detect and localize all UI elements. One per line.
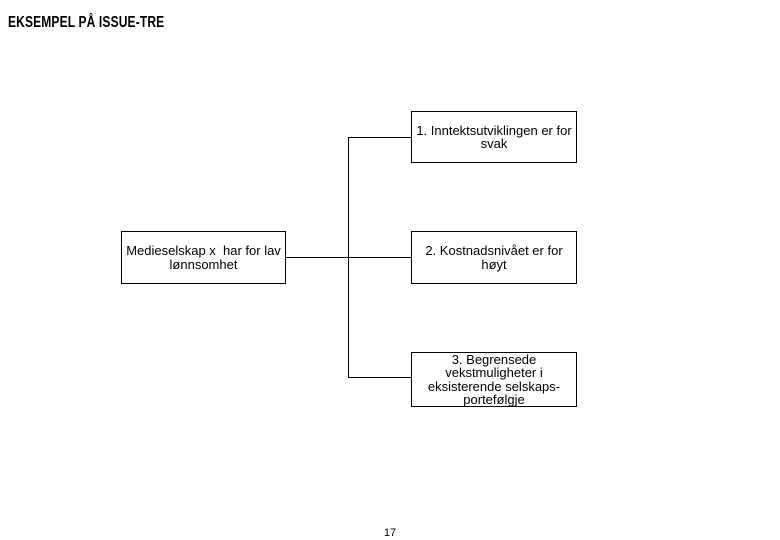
connector-trunk-to-branch-3 bbox=[348, 377, 411, 378]
branch-node-1: 1. Inntektsutviklingen er for svak bbox=[411, 111, 577, 163]
branch-node-3: 3. Begrensede vekstmuligheter i eksister… bbox=[411, 352, 577, 407]
branch-node-2-text: 2. Kostnadsnivået er for høyt bbox=[425, 243, 563, 272]
connector-trunk bbox=[348, 137, 349, 378]
page-number: 17 bbox=[383, 527, 397, 539]
branch-node-1-text: 1. Inntektsutviklingen er for svak bbox=[416, 122, 572, 151]
root-node: Medieselskap x har for lav lønnsomhet bbox=[121, 231, 286, 284]
branch-node-3-text: 3. Begrensede vekstmuligheter i eksister… bbox=[427, 351, 561, 407]
root-node-text: Medieselskap x har for lav lønnsomhet bbox=[126, 243, 281, 272]
connector-trunk-to-branch-1 bbox=[348, 137, 411, 138]
branch-node-2: 2. Kostnadsnivået er for høyt bbox=[411, 231, 577, 284]
slide-title: EKSEMPEL PÅ ISSUE-TRE bbox=[8, 14, 165, 31]
